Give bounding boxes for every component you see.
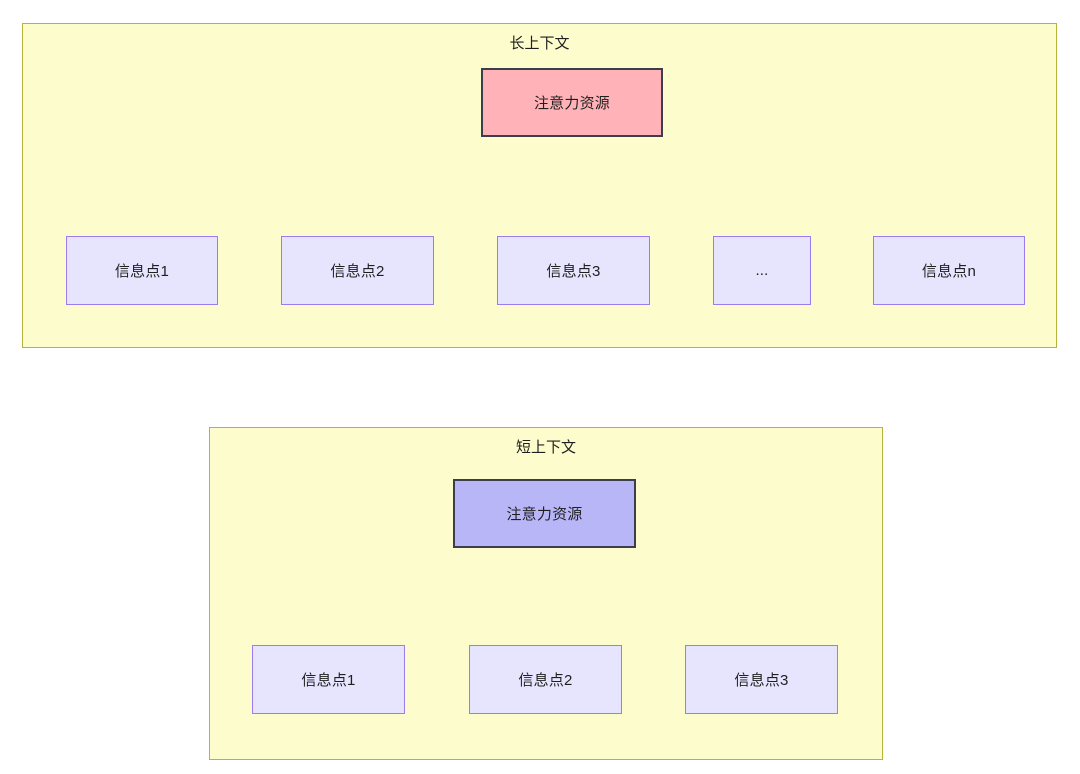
node-info-point-short-3[interactable]: 信息点3 <box>685 645 838 714</box>
group-long-context-title: 长上下文 <box>509 35 570 52</box>
node-attention-resource-short[interactable]: 注意力资源 <box>453 479 636 548</box>
node-info-point-long-ellipsis[interactable]: ... <box>713 236 811 305</box>
node-info-point-long-2[interactable]: 信息点2 <box>281 236 434 305</box>
node-info-point-short-2[interactable]: 信息点2 <box>469 645 622 714</box>
node-info-point-long-3[interactable]: 信息点3 <box>497 236 650 305</box>
group-short-context-title: 短上下文 <box>515 439 576 456</box>
node-info-point-long-1[interactable]: 信息点1 <box>66 236 218 305</box>
node-info-point-long-n[interactable]: 信息点n <box>873 236 1025 305</box>
node-info-point-short-1[interactable]: 信息点1 <box>252 645 405 714</box>
node-attention-resource-long[interactable]: 注意力资源 <box>481 68 663 137</box>
